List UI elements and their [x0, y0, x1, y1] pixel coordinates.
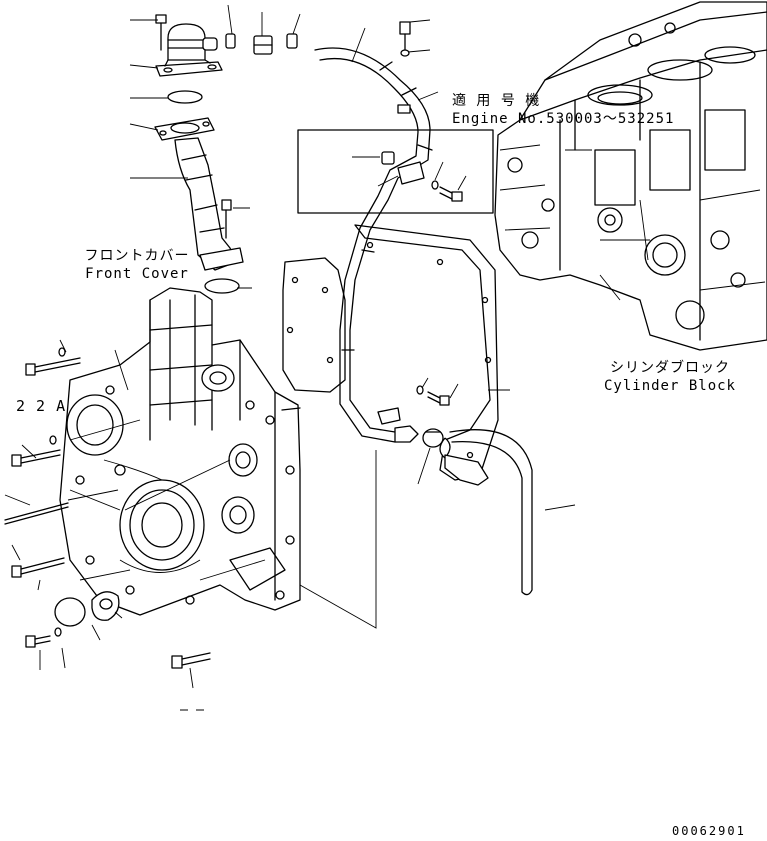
- clip-bracket: [377, 407, 401, 425]
- applicable-label-ja: 適 用 号 機: [452, 93, 541, 109]
- hose-clamp: [422, 428, 444, 448]
- return-hose: [439, 429, 533, 596]
- cylinder-block-label-ja: シリンダブロック: [610, 360, 730, 376]
- bolt-left-2: [11, 435, 61, 467]
- bracket-right: [444, 454, 489, 486]
- gasket-top: [167, 90, 203, 104]
- cylinder-block-label-en: Cylinder Block: [603, 378, 736, 394]
- bolt-left-3: [11, 557, 65, 578]
- bolt-top-left: [155, 14, 167, 51]
- water-outlet-elbow: [174, 137, 244, 271]
- applicability-frame: [297, 129, 494, 214]
- front-cover-label-ja: フロントカバー: [84, 248, 190, 264]
- stud-left: [4, 502, 69, 525]
- cover-plate-small: [54, 591, 120, 627]
- bolt-elbow: [221, 199, 232, 239]
- leader-lines: [4, 4, 576, 711]
- o-ring-front: [204, 278, 240, 294]
- bypass-pipe: [314, 47, 433, 443]
- bolt-bottom: [171, 652, 211, 669]
- bolt-left-4: [25, 627, 62, 648]
- small-fittings-top: [225, 33, 298, 55]
- bolts-mid: [399, 21, 450, 406]
- part-22a-label: 2 2 A: [16, 397, 67, 415]
- drawing-number: 00062901: [672, 824, 746, 838]
- cylinder-block: [494, 1, 767, 351]
- inset-parts: [381, 151, 463, 202]
- thermostat-housing: [155, 23, 223, 77]
- thermostat-cover: [154, 117, 215, 141]
- front-cover: [59, 287, 301, 616]
- front-cover-label-en: Front Cover: [85, 266, 189, 282]
- bolt-left-1: [25, 347, 81, 376]
- applicable-engine-range: Engine No.530003～532251: [452, 111, 675, 127]
